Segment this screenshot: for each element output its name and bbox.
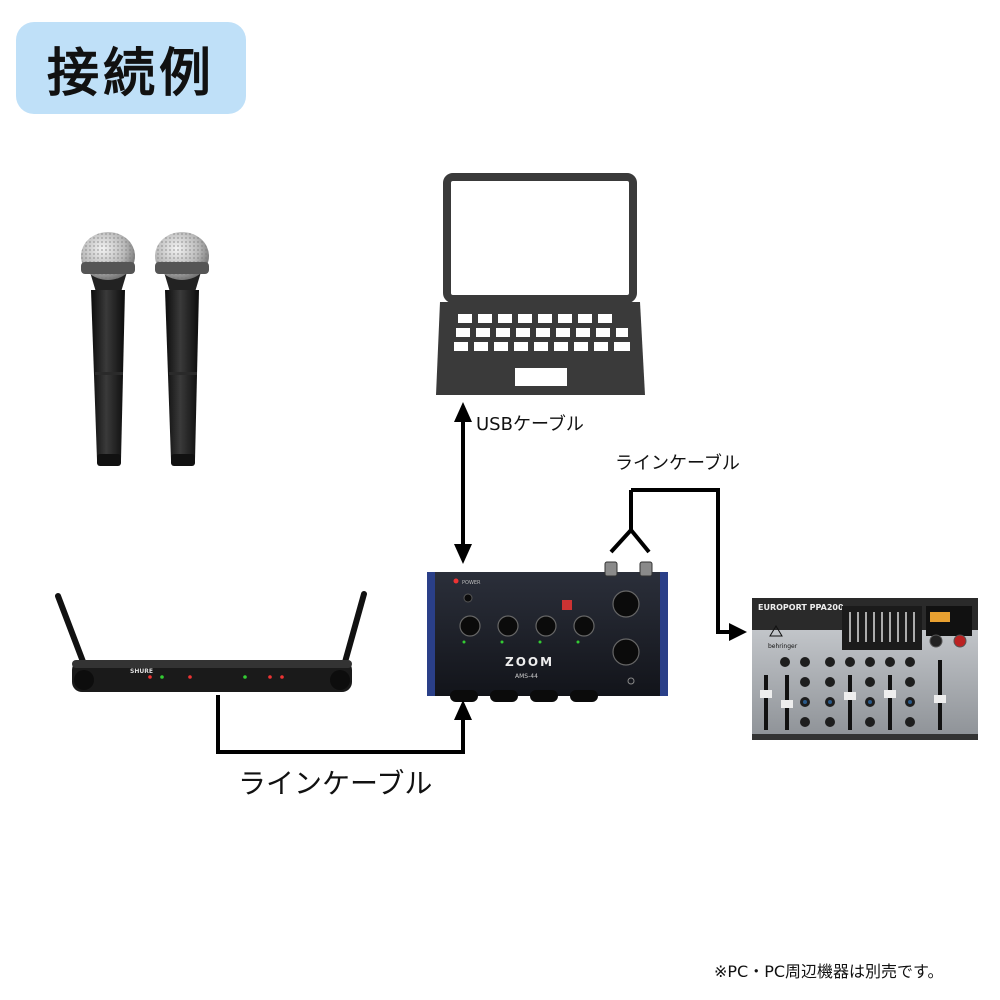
footnote: ※PC・PC周辺機器は別売です。 [714, 962, 944, 981]
title-badge: 接続例 [16, 22, 246, 114]
wireless-receiver: SHURE [55, 591, 367, 692]
interface-brand: ZOOM [505, 655, 554, 669]
line-cable-input [216, 695, 472, 754]
usb-cable-label: USBケーブル [476, 414, 584, 435]
laptop-icon [436, 173, 645, 395]
receiver-brand: SHURE [130, 668, 153, 675]
diagram-title: 接続例 [46, 43, 215, 104]
audio-interface: POWER ZOOM AMS-44 [427, 561, 668, 702]
line-cable-label-output: ラインケーブル [615, 453, 740, 474]
usb-cable-line [454, 402, 472, 564]
line-cable-output [609, 488, 747, 641]
mixer-name: EUROPORT PPA200 [758, 603, 844, 612]
mixer-brand: behringer [768, 643, 798, 650]
interface-model: AMS-44 [515, 673, 538, 680]
wireless-microphone-1 [81, 232, 135, 466]
power-label: POWER [462, 580, 481, 586]
wireless-microphone-2 [155, 232, 209, 466]
line-cable-label-input: ラインケーブル [238, 767, 433, 800]
pa-mixer: EUROPORT PPA200 behringer [752, 598, 978, 740]
